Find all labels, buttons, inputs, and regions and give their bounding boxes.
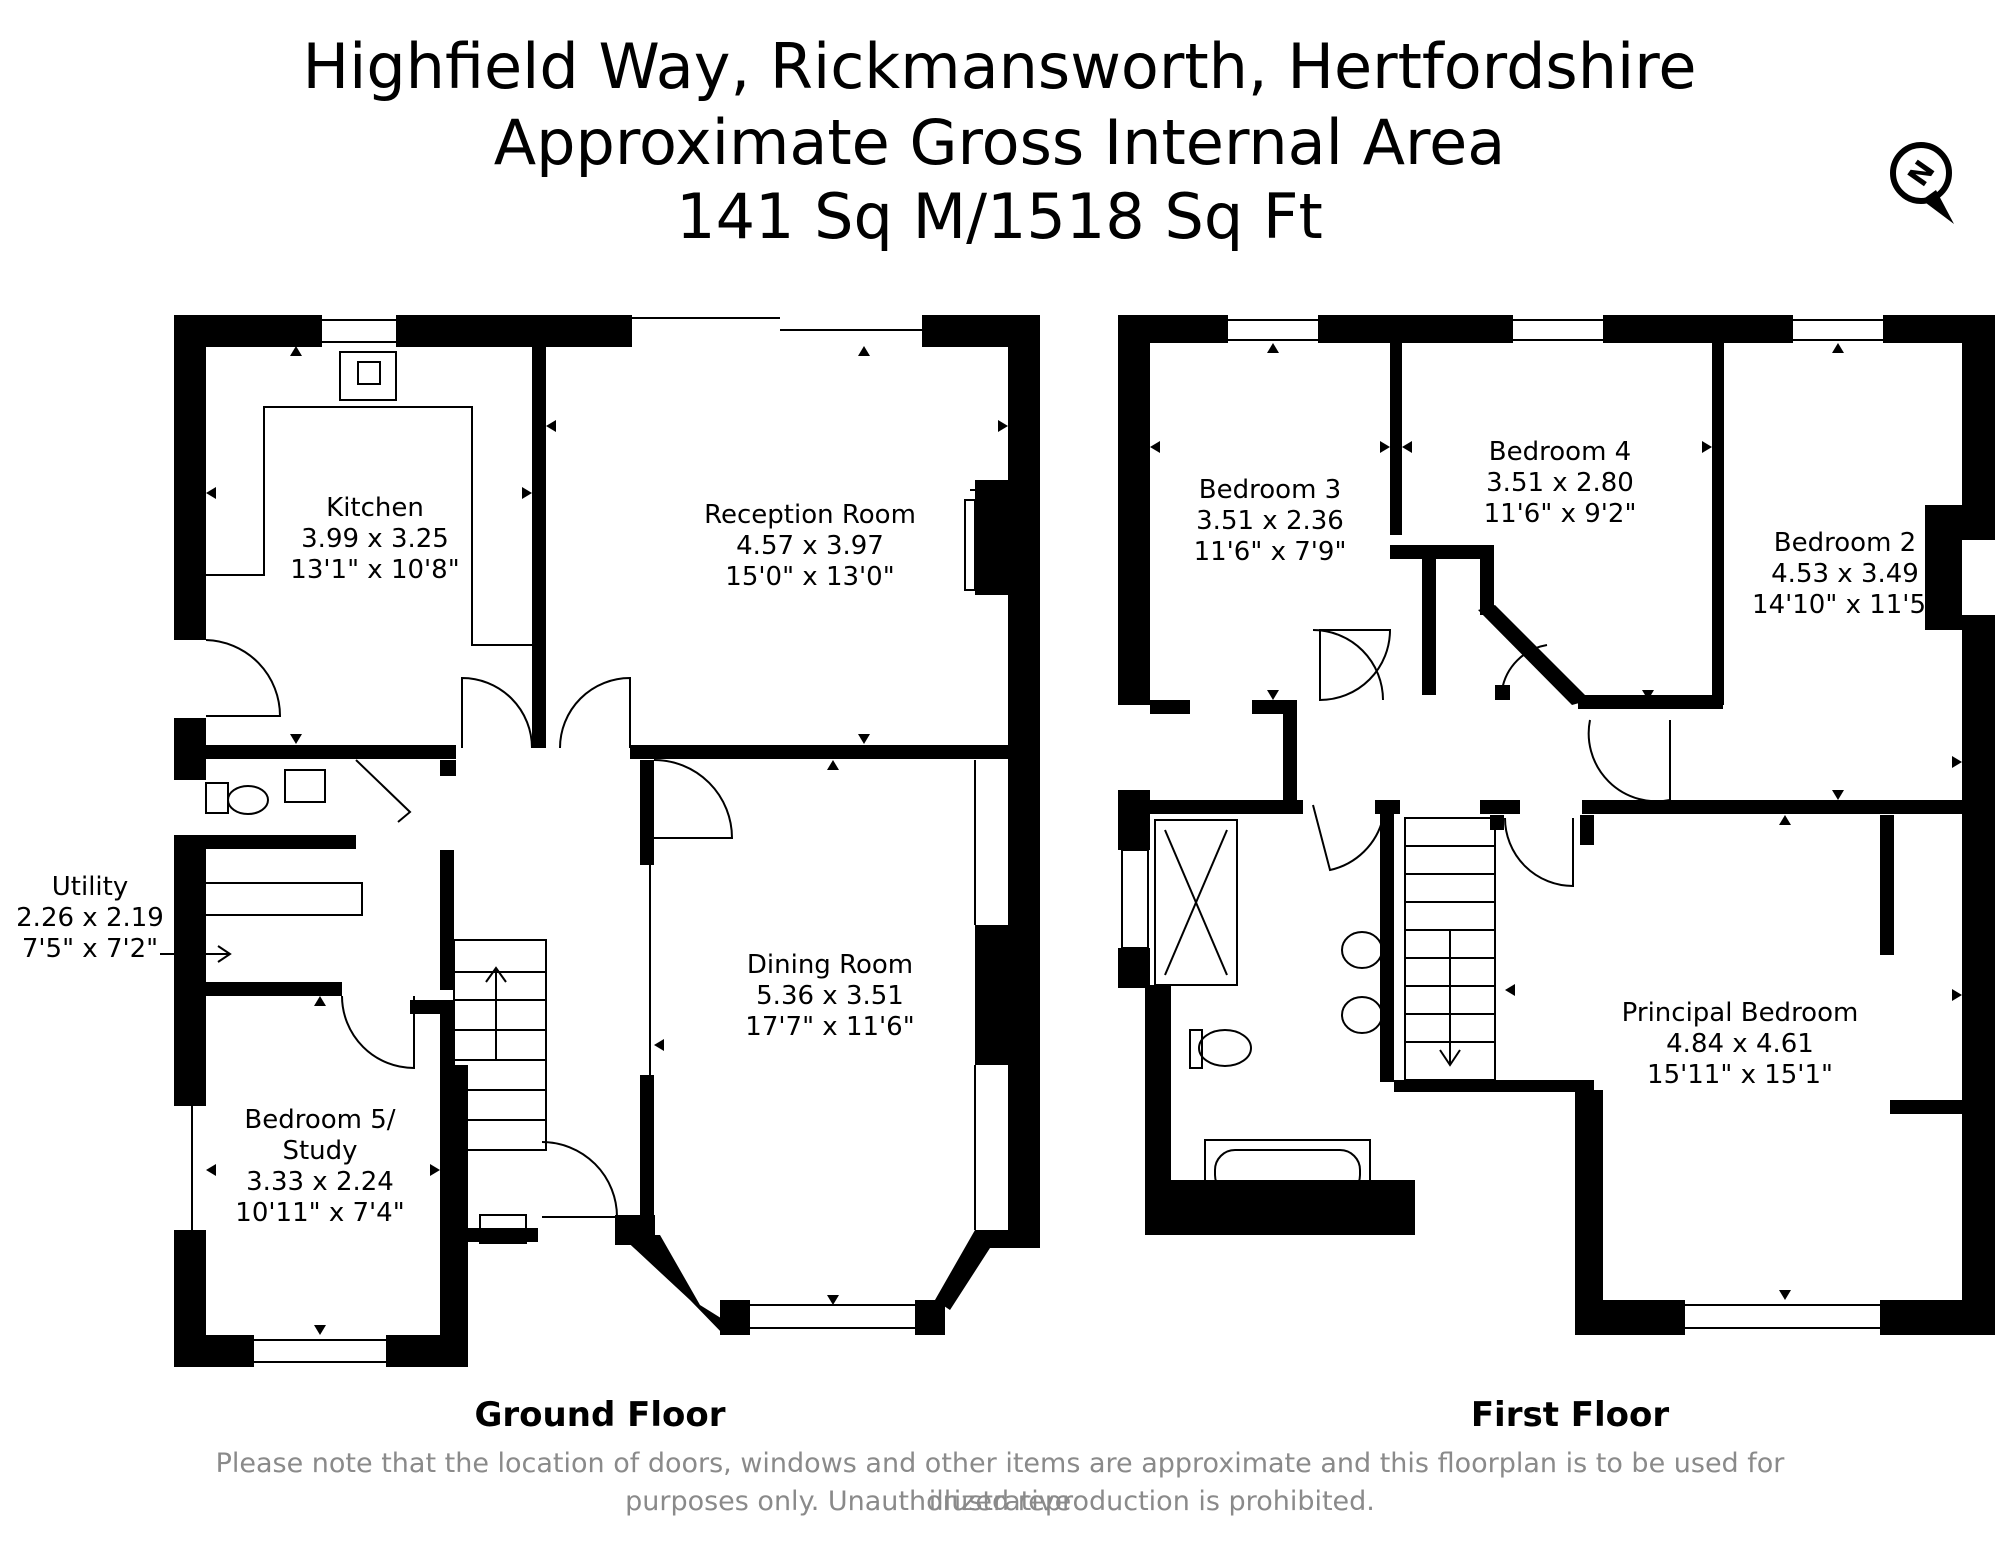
room-bedroom-5-study: Bedroom 5/ Study 3.33 x 2.24 10'11" x 7'… xyxy=(220,1105,420,1229)
north-arrow-icon: N xyxy=(1890,142,1954,224)
room-imperial: 14'10" x 11'5" xyxy=(1752,590,1938,620)
room-kitchen: Kitchen 3.99 x 3.25 13'1" x 10'8" xyxy=(275,493,475,586)
room-utility: Utility 2.26 x 2.19 7'5" x 7'2" xyxy=(10,872,170,965)
room-metric: 5.36 x 3.51 xyxy=(756,981,904,1011)
room-imperial: 15'11" x 15'1" xyxy=(1647,1060,1833,1090)
room-dining: Dining Room 5.36 x 3.51 17'7" x 11'6" xyxy=(720,950,940,1043)
floor-label-first: First Floor xyxy=(1470,1395,1670,1435)
room-metric: 3.33 x 2.24 xyxy=(246,1167,394,1197)
plan-title-area-value: 141 Sq M/1518 Sq Ft xyxy=(676,180,1323,253)
room-name: Reception Room xyxy=(704,500,916,530)
room-bedroom-3: Bedroom 3 3.51 x 2.36 11'6" x 7'9" xyxy=(1170,475,1370,568)
room-name-cont: Study xyxy=(282,1136,358,1166)
room-imperial: 13'1" x 10'8" xyxy=(290,555,460,585)
room-metric: 4.57 x 3.97 xyxy=(736,531,884,561)
room-metric: 4.84 x 4.61 xyxy=(1666,1029,1814,1059)
room-metric: 2.26 x 2.19 xyxy=(16,903,164,933)
room-metric: 3.51 x 2.36 xyxy=(1196,506,1344,536)
room-name: Principal Bedroom xyxy=(1621,998,1859,1028)
room-name: Bedroom 4 xyxy=(1488,437,1632,467)
room-name: Bedroom 2 xyxy=(1773,528,1917,558)
first-floor-walls xyxy=(1118,315,1995,1335)
room-imperial: 11'6" x 9'2" xyxy=(1483,499,1637,529)
ground-floor-walls xyxy=(174,315,1040,1367)
room-metric: 3.99 x 3.25 xyxy=(301,524,449,554)
room-name: Bedroom 3 xyxy=(1198,475,1342,505)
room-imperial: 17'7" x 11'6" xyxy=(745,1012,915,1042)
disclaimer-line-1: Please note that the location of doors, … xyxy=(215,1448,1785,1517)
room-metric: 4.53 x 3.49 xyxy=(1771,559,1919,589)
room-bedroom-2: Bedroom 2 4.53 x 3.49 14'10" x 11'5" xyxy=(1730,528,1960,621)
room-imperial: 15'0" x 13'0" xyxy=(725,562,895,592)
room-reception: Reception Room 4.57 x 3.97 15'0" x 13'0" xyxy=(650,500,970,593)
room-principal-bedroom: Principal Bedroom 4.84 x 4.61 15'11" x 1… xyxy=(1600,998,1880,1091)
disclaimer-line-2: purposes only. Unauthorized reproduction… xyxy=(625,1486,1375,1517)
room-name: Utility xyxy=(51,872,129,902)
plan-title-address: Highfield Way, Rickmansworth, Hertfordsh… xyxy=(302,30,1697,103)
room-imperial: 10'11" x 7'4" xyxy=(235,1198,405,1228)
room-name: Kitchen xyxy=(326,493,424,523)
room-bedroom-4: Bedroom 4 3.51 x 2.80 11'6" x 9'2" xyxy=(1460,437,1660,530)
room-imperial: 11'6" x 7'9" xyxy=(1193,537,1347,567)
room-metric: 3.51 x 2.80 xyxy=(1486,468,1634,498)
floor-label-ground: Ground Floor xyxy=(474,1395,726,1435)
room-name: Dining Room xyxy=(746,950,914,980)
plan-title-area-label: Approximate Gross Internal Area xyxy=(493,106,1506,179)
room-imperial: 7'5" x 7'2" xyxy=(21,934,159,964)
room-name: Bedroom 5/ xyxy=(244,1105,396,1135)
